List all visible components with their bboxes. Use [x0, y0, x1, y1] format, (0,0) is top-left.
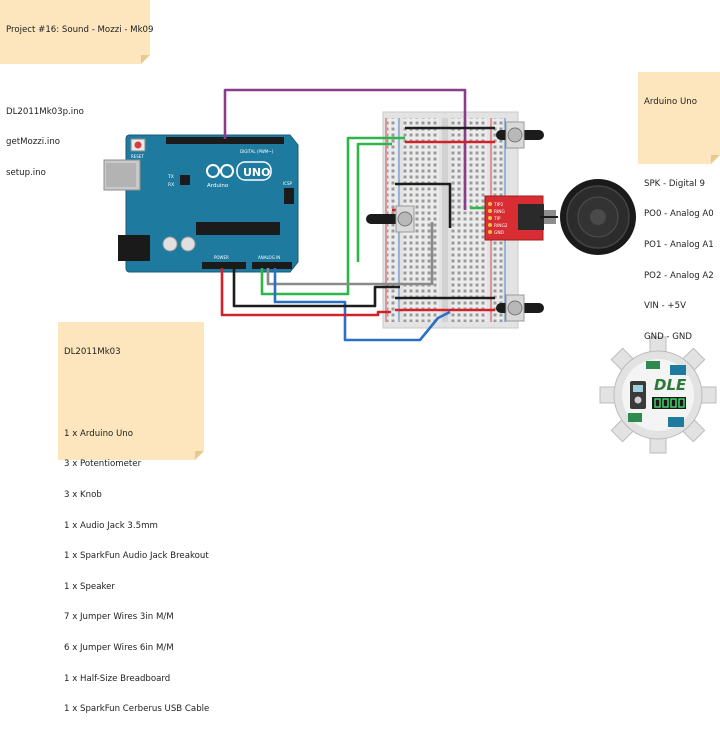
wire-blue-a2: [273, 268, 451, 342]
power-jack: [118, 235, 150, 261]
wire-green-a0: [260, 136, 405, 296]
audio-jack-breakout: GND RING TIP RING2 TIP2: [484, 195, 556, 241]
part-item: 1 x Half-Size Breadboard: [64, 673, 171, 684]
capacitor-1: [162, 236, 178, 252]
part-item: 3 x Knob: [64, 490, 102, 501]
part-item: 1 x SparkFun Audio Jack Breakout: [64, 551, 209, 562]
file-list: DL2011Mk03p.ino getMozzi.ino setup.ino: [6, 86, 144, 198]
ic-chip-small: [180, 175, 190, 185]
pin-item: VIN - +5V: [644, 301, 686, 312]
pin-item: GND - GND: [644, 331, 692, 342]
arduino-brand-label: Arduino: [207, 183, 229, 189]
pin-list: SPK - Digital 9 PO0 - Analog A0 PO1 - An…: [644, 158, 714, 362]
file-item: getMozzi.ino: [6, 137, 61, 148]
analog-label: ANALOG IN: [258, 255, 280, 260]
dle-logo: DLE: [599, 336, 717, 454]
module-icon: [668, 417, 684, 427]
breakout-pin-label: TIP: [493, 216, 501, 222]
wire-black-pot2: [395, 182, 452, 228]
breakout-pin-label: GND: [494, 230, 505, 236]
breakout-pin-label: TIP2: [493, 202, 503, 208]
wire-green-rail: [356, 142, 392, 262]
pin-item: PO0 - Analog A0: [644, 209, 714, 220]
pin-item: SPK - Digital 9: [644, 178, 705, 189]
board-icon: [670, 365, 686, 375]
arduino-uno-board: RESET DIGITAL (PWM~) TX RX ICSP UNO Ardu…: [103, 134, 299, 273]
power-label: POWER: [214, 255, 229, 260]
part-item: 1 x SparkFun Cerberus USB Cable: [64, 704, 210, 715]
parts-list: 1 x Arduino Uno 3 x Potentiometer 3 x Kn…: [64, 408, 210, 735]
part-item: 7 x Jumper Wires 3in M/M: [64, 612, 174, 623]
part-item: 1 x Audio Jack 3.5mm: [64, 520, 158, 531]
potentiometer-1: [496, 121, 544, 149]
uno-badge: [236, 161, 272, 181]
pin-item: PO2 - Analog A2: [644, 270, 714, 281]
jumper-wires: [220, 88, 505, 342]
atmega-chip: [196, 222, 280, 235]
potentiometer-2: [366, 205, 415, 233]
project-title: Project #16: Sound - Mozzi - Mk09: [6, 25, 154, 36]
pin-item: PO1 - Analog A1: [644, 240, 714, 251]
parts-note-title: DL2011Mk03: [64, 347, 121, 358]
part-item: 1 x Speaker: [64, 581, 115, 592]
parts-list-note: DL2011Mk03 1 x Arduino Uno 3 x Potentiom…: [58, 322, 209, 714]
icsp-header: [284, 188, 294, 204]
digital-label: DIGITAL (PWM~): [240, 149, 274, 154]
audio-jack: [518, 204, 544, 230]
power-header: [202, 262, 246, 269]
breakout-pin-label: RING: [494, 209, 505, 215]
wire-gray-a1: [266, 222, 434, 286]
pin-note-title: Arduino Uno: [644, 97, 697, 108]
potentiometer-3: [496, 294, 544, 322]
chip-icon: [646, 361, 660, 369]
part-item: 6 x Jumper Wires 6in M/M: [64, 643, 174, 654]
rx-label: RX: [168, 182, 174, 188]
part-item: 1 x Arduino Uno: [64, 428, 133, 439]
logo-text: DLE: [654, 376, 687, 394]
wire-red-5v: [220, 268, 391, 317]
uno-label: UNO: [243, 166, 271, 179]
wire-black-gnd: [232, 268, 400, 308]
digital-header: [166, 137, 284, 144]
reset-label: RESET: [131, 154, 144, 159]
analog-header: [252, 262, 292, 269]
tx-label: TX: [167, 174, 174, 180]
file-item: setup.ino: [6, 168, 46, 179]
relay-icon: [628, 413, 642, 422]
capacitor-2: [180, 236, 196, 252]
part-item: 3 x Potentiometer: [64, 459, 142, 470]
wire-purple-spk: [223, 88, 467, 210]
speaker: [540, 179, 636, 255]
arduino-logo-icon: [206, 164, 234, 178]
pin-mapping-note: Arduino Uno SPK - Digital 9 PO0 - Analog…: [638, 72, 720, 342]
project-note: Project #16: Sound - Mozzi - Mk09 DL2011…: [0, 0, 154, 178]
circuit-diagram: RESET DIGITAL (PWM~) TX RX ICSP UNO Ardu…: [103, 88, 717, 454]
breakout-pin-label: RING2: [494, 223, 508, 229]
file-item: DL2011Mk03p.ino: [6, 106, 84, 117]
icsp-label: ICSP: [283, 181, 293, 186]
